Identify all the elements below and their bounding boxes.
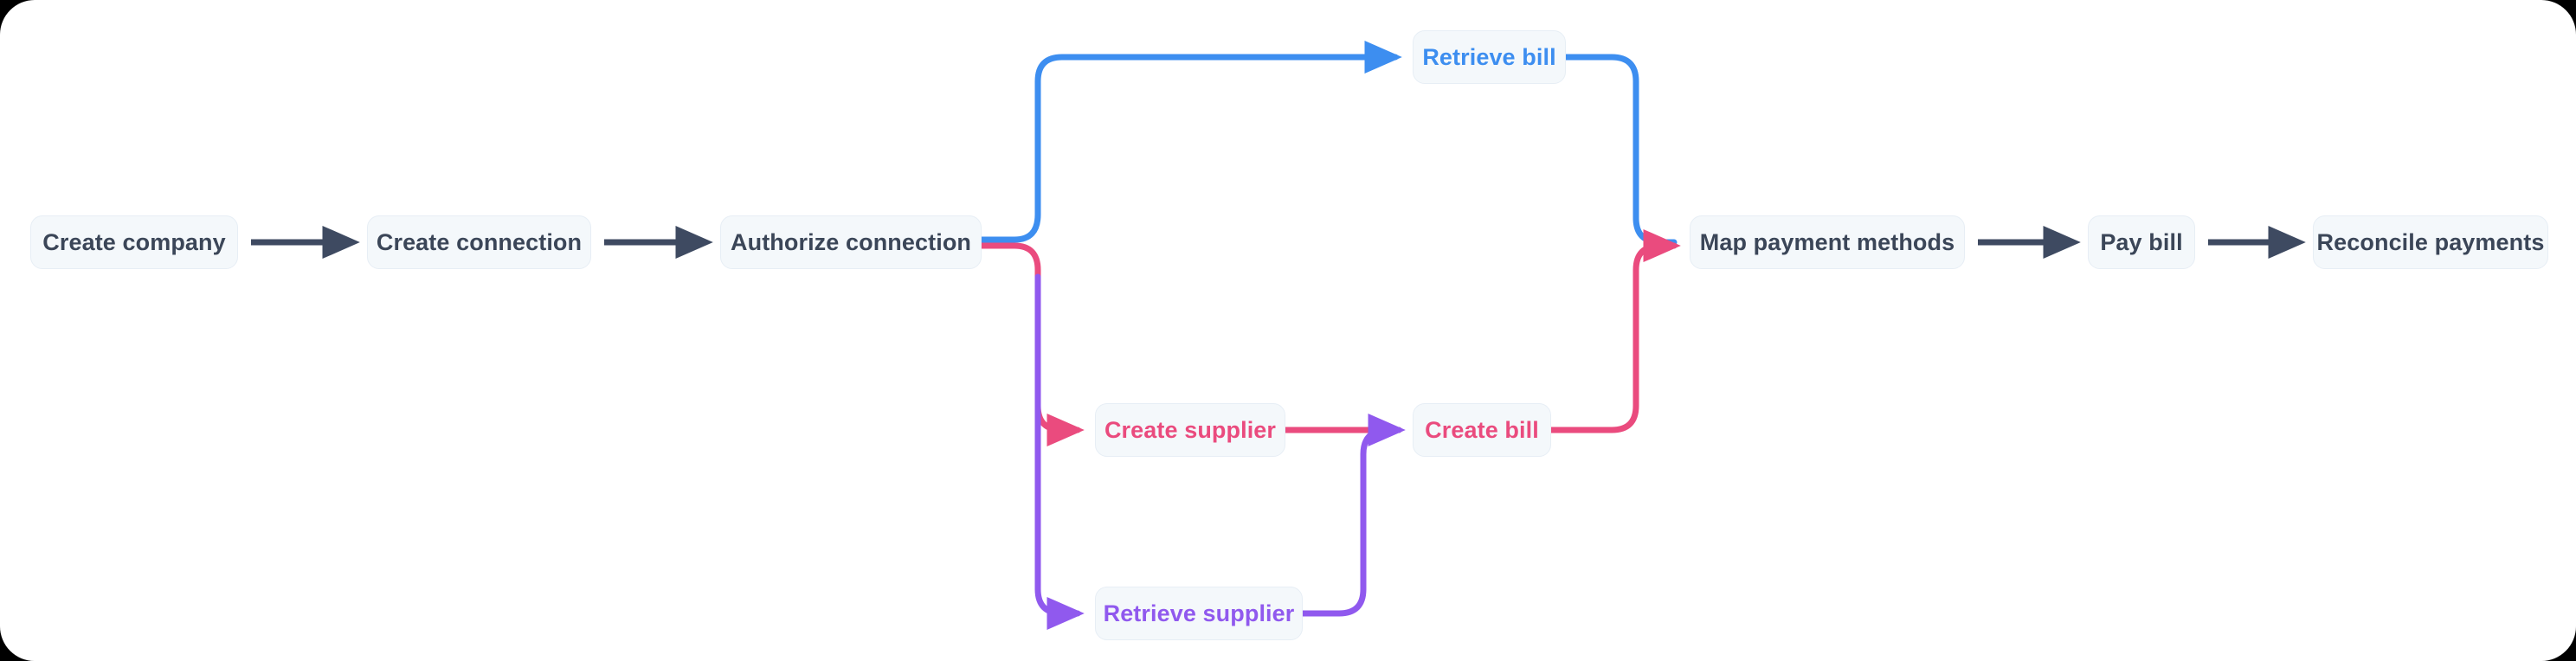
- edge-create-bill-to-map-payment-methods: [1548, 228, 1681, 433]
- node-map-payment-methods[interactable]: Map payment methods: [1690, 215, 1965, 269]
- node-label: Create supplier: [1104, 416, 1277, 443]
- node-label: Create company: [42, 228, 226, 255]
- edge-authorize-connection-to-retrieve-bill: [978, 40, 1402, 243]
- edge-retrieve-bill-to-map-payment-methods: [1562, 54, 1678, 246]
- node-label: Map payment methods: [1699, 228, 1955, 255]
- node-label: Retrieve supplier: [1103, 600, 1295, 626]
- node-label: Pay bill: [2100, 228, 2183, 255]
- node-reconcile-payments[interactable]: Reconcile payments: [2313, 215, 2548, 269]
- node-create-bill[interactable]: Create bill: [1413, 403, 1551, 457]
- edge-authorize-connection-to-retrieve-supplier: [1034, 273, 1085, 631]
- node-label: Retrieve bill: [1422, 43, 1556, 70]
- node-create-company[interactable]: Create company: [30, 215, 238, 269]
- edge-authorize-connection-to-create-supplier: [978, 242, 1085, 447]
- node-retrieve-supplier[interactable]: Retrieve supplier: [1095, 587, 1303, 640]
- node-label: Create bill: [1425, 416, 1539, 443]
- node-label: Reconcile payments: [2316, 228, 2545, 255]
- node-retrieve-bill[interactable]: Retrieve bill: [1413, 30, 1566, 84]
- node-label: Create connection: [376, 228, 583, 255]
- node-pay-bill[interactable]: Pay bill: [2088, 215, 2195, 269]
- node-create-connection[interactable]: Create connection: [367, 215, 591, 269]
- node-create-supplier[interactable]: Create supplier: [1095, 403, 1285, 457]
- node-label: Authorize connection: [731, 228, 971, 255]
- edge-retrieve-supplier-to-create-bill: [1299, 413, 1406, 617]
- node-authorize-connection[interactable]: Authorize connection: [720, 215, 982, 269]
